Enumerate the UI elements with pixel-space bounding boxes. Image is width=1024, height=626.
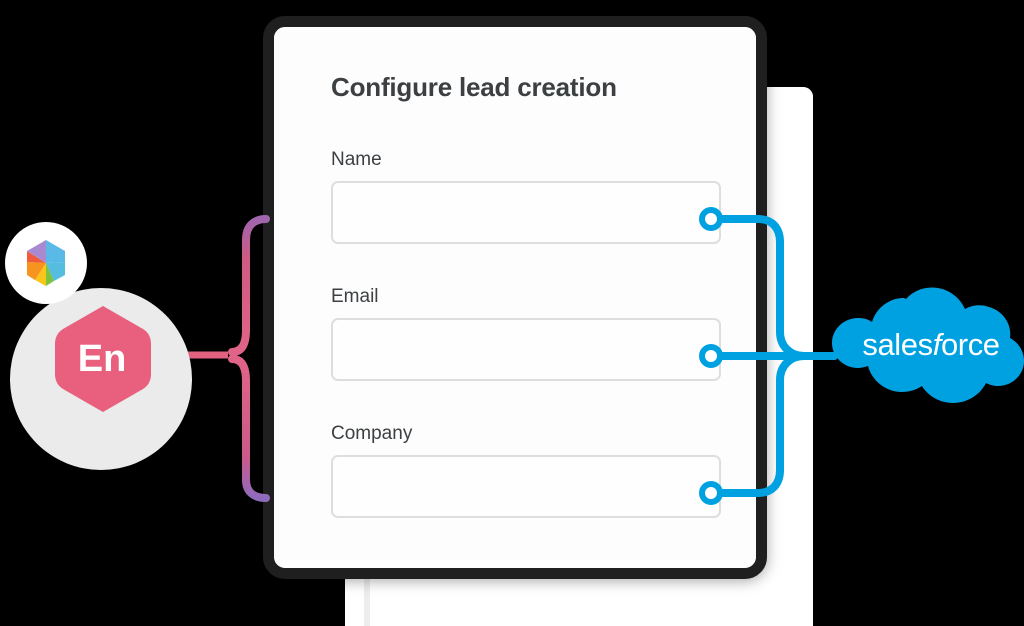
field-label-company: Company bbox=[331, 423, 413, 444]
page-title: Configure lead creation bbox=[331, 72, 617, 102]
wire-branch-company bbox=[228, 355, 270, 502]
configure-lead-card-body: Configure lead creation Name Email Compa… bbox=[274, 27, 756, 568]
source-node-label: En bbox=[77, 337, 127, 380]
salesforce-wordmark-part-1: sales bbox=[862, 327, 933, 362]
form-field-name: Name bbox=[331, 149, 721, 244]
form-field-email: Email bbox=[331, 286, 721, 381]
source-app-badge[interactable] bbox=[5, 222, 87, 304]
salesforce-cloud-icon[interactable] bbox=[832, 286, 1024, 404]
company-input[interactable] bbox=[331, 455, 721, 518]
field-label-name: Name bbox=[331, 149, 382, 170]
email-input[interactable] bbox=[331, 318, 721, 381]
en-hexagon-icon[interactable] bbox=[55, 304, 151, 414]
colored-hexagon-icon bbox=[27, 240, 65, 286]
salesforce-wordmark-part-2: f bbox=[932, 327, 942, 362]
configure-lead-card: Configure lead creation Name Email Compa… bbox=[263, 16, 767, 579]
salesforce-wordmark-part-3: orce bbox=[940, 327, 1000, 362]
name-input[interactable] bbox=[331, 181, 721, 244]
field-label-email: Email bbox=[331, 286, 379, 307]
wire-branch-name bbox=[228, 215, 270, 356]
form-field-company: Company bbox=[331, 423, 721, 518]
